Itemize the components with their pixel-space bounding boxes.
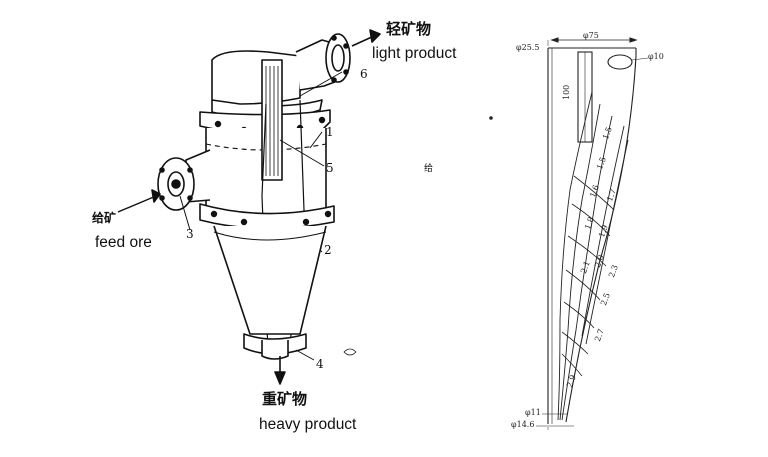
- dim-top-width: φ75: [583, 31, 599, 40]
- part-number-4: 4: [316, 357, 324, 371]
- part-number-6: 6: [360, 67, 368, 81]
- light-product-label: light product: [372, 45, 457, 62]
- feed-ore-label: feed ore: [95, 234, 152, 251]
- heavy-product-arrow: [274, 371, 286, 385]
- part-number-1: 1: [326, 125, 334, 139]
- heavy-product-label: heavy product: [259, 416, 357, 433]
- vortex-finder: [261, 59, 283, 181]
- inlet-hole: [607, 54, 633, 70]
- feed-ore-label-cn: 给矿: [92, 211, 117, 225]
- dim-top-small: φ25.5: [516, 43, 540, 52]
- part-number-3: 3: [186, 227, 194, 241]
- feed-arrow: [151, 189, 161, 203]
- stray-character: 给: [424, 164, 434, 174]
- dim-bottom-outer: φ14.6: [511, 420, 535, 429]
- light-product-label-cn: 轻矿物: [386, 20, 432, 38]
- part-number-2: 2: [324, 243, 332, 257]
- light-product-arrow: [369, 29, 381, 43]
- dim-hole: φ10: [648, 52, 664, 61]
- dim-tube-length: 100: [562, 84, 571, 100]
- part-number-5: 5: [326, 161, 334, 175]
- heavy-product-label-cn: 重矿物: [262, 390, 308, 408]
- wall-right-taper: [565, 48, 637, 423]
- dim-bottom-inner: φ11: [525, 408, 541, 417]
- cone-body: [213, 225, 327, 335]
